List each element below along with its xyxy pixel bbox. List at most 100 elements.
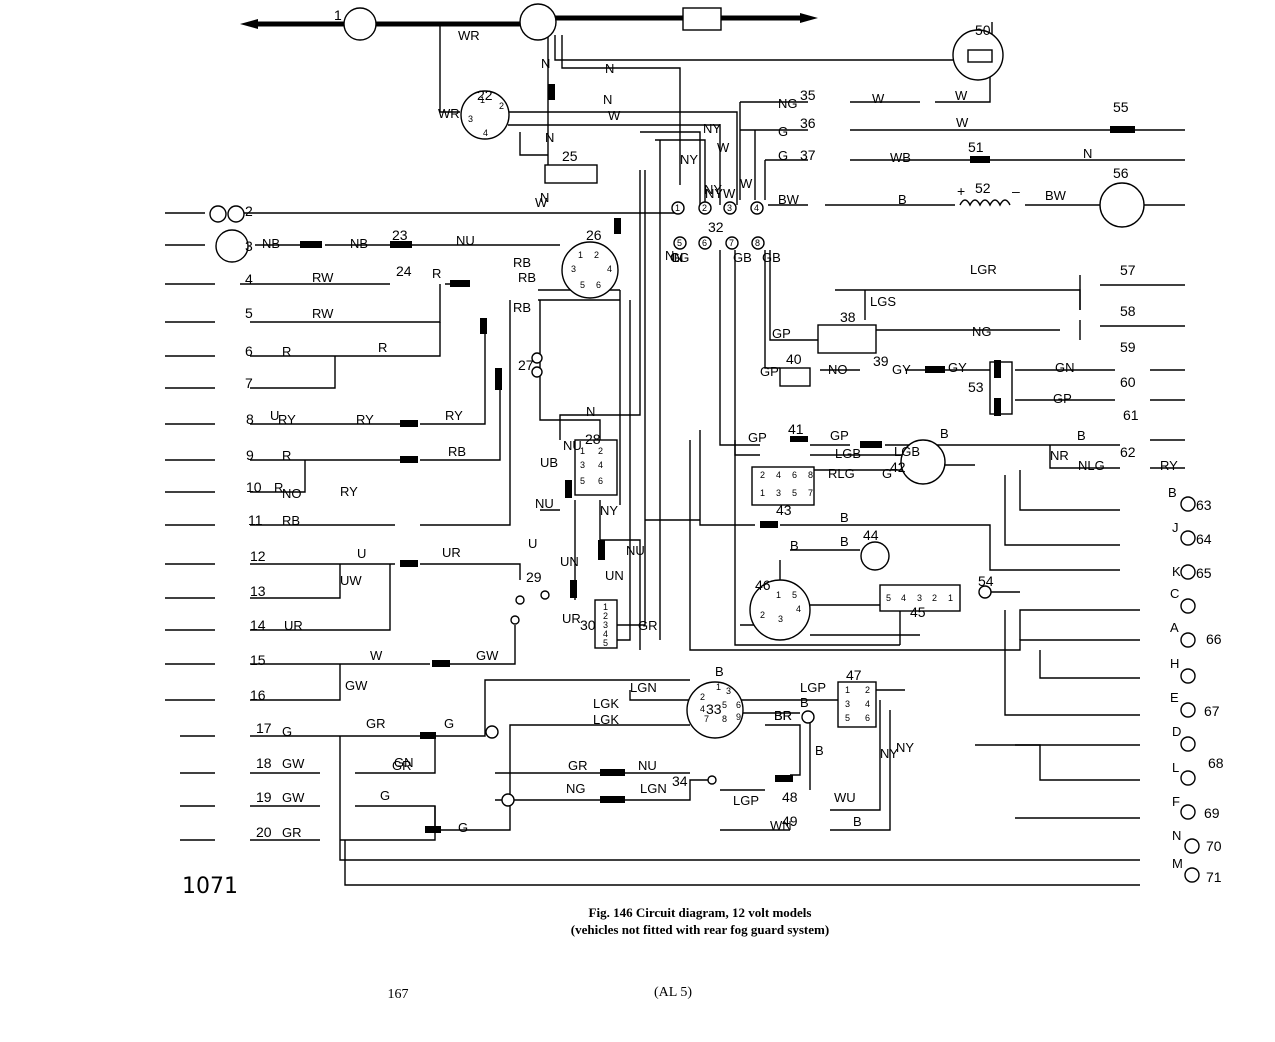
wire-code-label: RW <box>312 306 334 321</box>
component-number-14: 14 <box>250 617 266 633</box>
connector-pin-c33: 9 <box>736 712 741 722</box>
wire-code-label: RB <box>513 255 531 270</box>
wire-code-label: NY <box>703 121 721 136</box>
wire-code-label: B <box>840 510 849 525</box>
connector-pin-c28: 1 <box>580 446 585 456</box>
wire-code-label: B <box>800 695 809 710</box>
wire-code-label: GW <box>282 756 305 771</box>
wire-code-label: RB <box>518 270 536 285</box>
wire-code-label: G <box>882 466 892 481</box>
component-number-34: 34 <box>672 773 688 789</box>
connector-pin-c22: 3 <box>468 114 473 124</box>
connector-pin-c43: 5 <box>792 488 797 498</box>
wire-code-label: RB <box>282 513 300 528</box>
wire-code-label: RLG <box>828 466 855 481</box>
wire-code-label: GW <box>476 648 499 663</box>
wire-code-label: W <box>608 108 621 123</box>
terminal-letter-B: B <box>1168 485 1177 500</box>
component-number-26: 26 <box>586 227 602 243</box>
wire-code-label: W <box>370 648 383 663</box>
connector-pin-c32: 7 <box>729 238 734 248</box>
wire-code-label: GW <box>345 678 368 693</box>
component-number-24: 24 <box>396 263 412 279</box>
wire-code-label: NY <box>680 152 698 167</box>
wire-code-label: N <box>665 248 674 263</box>
terminal-letter-F: F <box>1172 794 1180 809</box>
wire-code-label: W <box>740 176 753 191</box>
wire-code-label: UR <box>284 618 303 633</box>
terminal-letter-D: D <box>1172 724 1181 739</box>
wire-code-label: RY <box>278 412 296 427</box>
terminal-letter-A: A <box>1170 620 1179 635</box>
wire-code-label: LGB <box>894 444 920 459</box>
wire-code-label: N <box>1083 146 1092 161</box>
wire-code-label: GR <box>638 618 658 633</box>
wire-code-label: NY <box>896 740 914 755</box>
wire-code-label: B <box>790 538 799 553</box>
connector-pin-c33: 5 <box>722 700 727 710</box>
connector-pin-c30: 5 <box>603 638 608 648</box>
connector-pin-c43: 7 <box>808 488 813 498</box>
connector-pin-c22: 4 <box>483 128 488 138</box>
wire-code-label: LG <box>672 250 689 265</box>
wire-code-label: NU <box>456 233 475 248</box>
connector-pin-c32: 8 <box>755 238 760 248</box>
component-number-6: 6 <box>245 343 253 359</box>
component-number-58: 58 <box>1120 303 1136 319</box>
main-feed <box>240 13 818 29</box>
component-number-37: 37 <box>800 147 816 163</box>
wire-code-label: WR <box>458 28 480 43</box>
wire-code-label: LGN <box>630 680 657 695</box>
wire-code-label: W <box>717 140 730 155</box>
component-number-38: 38 <box>840 309 856 325</box>
battery-plus-sign: + <box>957 183 965 199</box>
wire-code-label: R <box>274 480 283 495</box>
wire-code-label: N <box>603 92 612 107</box>
component-number-68: 68 <box>1208 755 1224 771</box>
terminal-letter-E: E <box>1170 690 1179 705</box>
connector-pin-c43: 6 <box>792 470 797 480</box>
components <box>209 3 1200 883</box>
wire-code-label: LGS <box>870 294 896 309</box>
wire-code-label: N <box>605 61 614 76</box>
component-number-11: 11 <box>248 512 263 528</box>
component-number-3: 3 <box>245 238 253 254</box>
wire-code-label: UN <box>560 554 579 569</box>
component-number-55: 55 <box>1113 99 1129 115</box>
wire-code-label: BR <box>774 708 792 723</box>
component-number-19: 19 <box>256 789 272 805</box>
wire-code-label: BW <box>778 192 800 207</box>
page-number: 167 <box>388 987 409 1002</box>
connector-pin-c28: 2 <box>598 446 603 456</box>
component-number-51: 51 <box>968 139 984 155</box>
connector-pin-c33: 4 <box>700 704 705 714</box>
wire-code-label: W <box>955 88 968 103</box>
component-number-44: 44 <box>863 527 879 543</box>
wire-code-label: U <box>528 536 537 551</box>
terminal-letter-J: J <box>1172 520 1179 535</box>
component-number-28: 28 <box>585 431 601 447</box>
connector-pin-c30: 2 <box>603 611 608 621</box>
connector-pin-c46: 5 <box>792 590 797 600</box>
component-number-71: 71 <box>1206 869 1222 885</box>
component-number-17: 17 <box>256 720 272 736</box>
terminal-letter-H: H <box>1170 656 1179 671</box>
connector-pin-c47: 2 <box>865 685 870 695</box>
connector-pin-c22: 1 <box>480 95 485 105</box>
component-number-16: 16 <box>250 687 266 703</box>
component-number-18: 18 <box>256 755 272 771</box>
wire-code-label: G <box>670 250 680 265</box>
connector-pin-c43: 2 <box>760 470 765 480</box>
component-number-47: 47 <box>846 667 862 683</box>
component-number-64: 64 <box>1196 531 1212 547</box>
connector-pin-c47: 6 <box>865 713 870 723</box>
wire-code-label: NB <box>262 236 280 251</box>
wire-code-label: GR <box>366 716 386 731</box>
component-number-49: 49 <box>782 813 798 829</box>
component-number-7: 7 <box>245 375 253 391</box>
wire-code-label: R <box>282 344 291 359</box>
wire-code-label: GW <box>282 790 305 805</box>
connector-pin-c28: 5 <box>580 476 585 486</box>
component-number-35: 35 <box>800 87 816 103</box>
connector-pin-c32: 3 <box>727 203 732 213</box>
